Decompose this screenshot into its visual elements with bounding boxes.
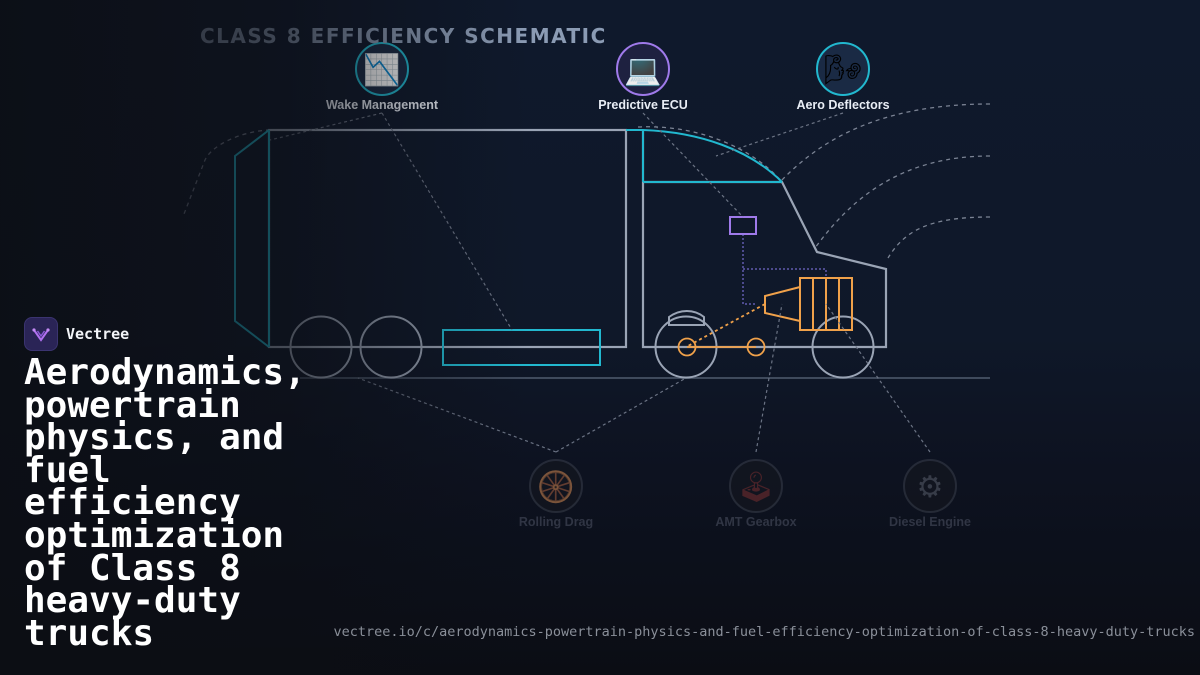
node-rolling-drag: 🛞 Rolling Drag [519,459,593,529]
dashing-away-icon: 🌬 [824,53,862,88]
tractor-body [641,130,888,349]
trailer-tail-fairing [234,129,270,348]
vectree-logo-icon [24,317,58,351]
chart-decreasing-icon: 📉 [363,52,400,88]
diagram-title: CLASS 8 EFFICIENCY SCHEMATIC [200,24,607,48]
node-label: Rolling Drag [519,515,593,529]
page-url[interactable]: vectree.io/c/aerodynamics-powertrain-phy… [333,624,1195,640]
brand: Vectree [24,317,129,351]
node-label: Predictive ECU [598,98,688,112]
node-predictive-ecu: 💻 Predictive ECU [598,42,688,112]
gear-icon: ⚙ [917,470,944,505]
laptop-icon: 💻 [624,53,661,88]
node-diesel-engine: ⚙ Diesel Engine [889,459,971,529]
node-label: Aero Deflectors [796,98,889,112]
wheel-icon: 🛞 [537,469,574,505]
tractor [626,129,888,379]
node-label: AMT Gearbox [715,515,796,529]
node-aero-deflectors: 🌬 Aero Deflectors [796,42,890,112]
page-title: Aerodynamics, powertrain physics, and fu… [24,352,306,654]
node-label: Wake Management [326,98,439,112]
trailer [234,128,628,379]
leader-lines [269,112,931,453]
node-amt-gearbox: 🕹 AMT Gearbox [715,459,797,529]
roof-fairing [626,129,783,183]
ecu-module [729,216,757,235]
node-label: Diesel Engine [889,515,971,529]
joystick-icon: 🕹 [737,470,775,505]
brand-name: Vectree [66,325,130,343]
node-wake-management: 📉 Wake Management [326,42,439,112]
airflow-lines [183,103,991,259]
trailer-box [267,128,628,349]
